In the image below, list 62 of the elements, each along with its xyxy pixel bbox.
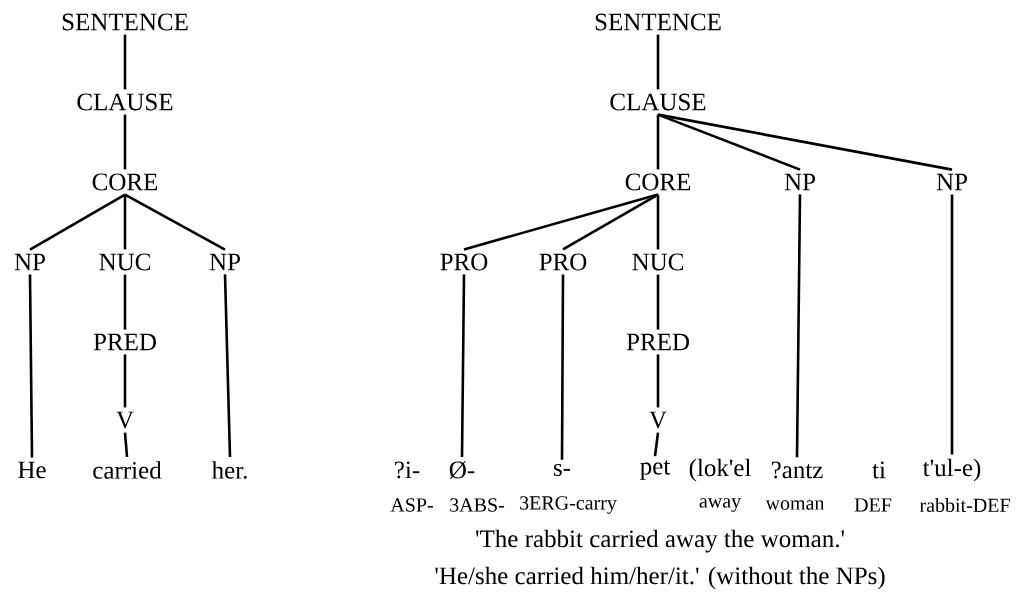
word: ?i- [395,461,420,479]
tree-branch [656,114,660,170]
tree-label: NP [209,253,240,271]
tree-branch [124,193,226,251]
tree-label: CORE [92,173,158,191]
tree-label: PRO [539,253,587,271]
word: (lok'el [689,458,751,482]
tree-label: SENTENCE [62,13,188,31]
tree-label: CLAUSE [610,93,706,111]
tree-branch [562,193,659,251]
tree-branch [656,274,660,330]
tree-label: Ø- [449,461,475,479]
tree-branch [123,114,127,170]
tree-branch [795,194,802,458]
gloss: woman [765,500,825,510]
tree-branch [123,34,127,90]
gloss: 3ABS- [450,498,505,512]
gloss: ASP- [390,498,433,512]
gloss: DEF [854,498,892,512]
gloss: 3ERG-carry [520,496,617,514]
tree-label: NP [14,253,45,271]
tree-label: ?antz [771,461,823,479]
tree-label: He [18,461,46,479]
translation: 'The rabbit carried away the woman.' [476,529,844,553]
tree-branch [656,34,660,90]
tree-branch [123,274,127,330]
tree-branch [223,274,232,457]
tree-label: NP [936,173,967,191]
tree-branch [123,432,129,458]
tree-branch [28,274,34,458]
tree-label: carried [93,461,162,479]
tree-label: pet [640,460,671,480]
gloss: rabbit-DEF [919,497,1010,513]
tree-branch [123,354,127,408]
tree-label: V [116,411,134,429]
translation: 'He/she carried him/her/it.' (without the NPs) [435,566,885,590]
tree-branch [463,193,659,251]
tree-label: CLAUSE [77,93,173,111]
tree-branch [460,274,466,457]
tree-branch [29,193,126,251]
tree-label: V [649,411,667,429]
tree-label: PRED [93,333,156,351]
tree-label: SENTENCE [595,13,721,31]
tree-branch [656,354,660,408]
tree-branch [657,113,953,171]
tree-branch [123,194,127,250]
tree-label: NUC [632,253,683,271]
tree-branch [950,194,954,455]
tree-label: PRO [440,253,488,271]
tree-branch [657,113,801,171]
tree-label: CORE [625,173,691,191]
tree-label: s- [554,464,571,477]
tree-label: NP [784,173,815,191]
tree-label: her. [211,461,247,479]
tree-branch [560,274,565,460]
tree-label: PRED [626,333,689,351]
word: ti [872,461,886,479]
gloss: away [699,498,742,512]
tree-branch [653,432,660,457]
tree-label: t'ul-e) [922,458,981,482]
tree-label: NUC [99,253,150,271]
tree-branch [656,194,660,250]
